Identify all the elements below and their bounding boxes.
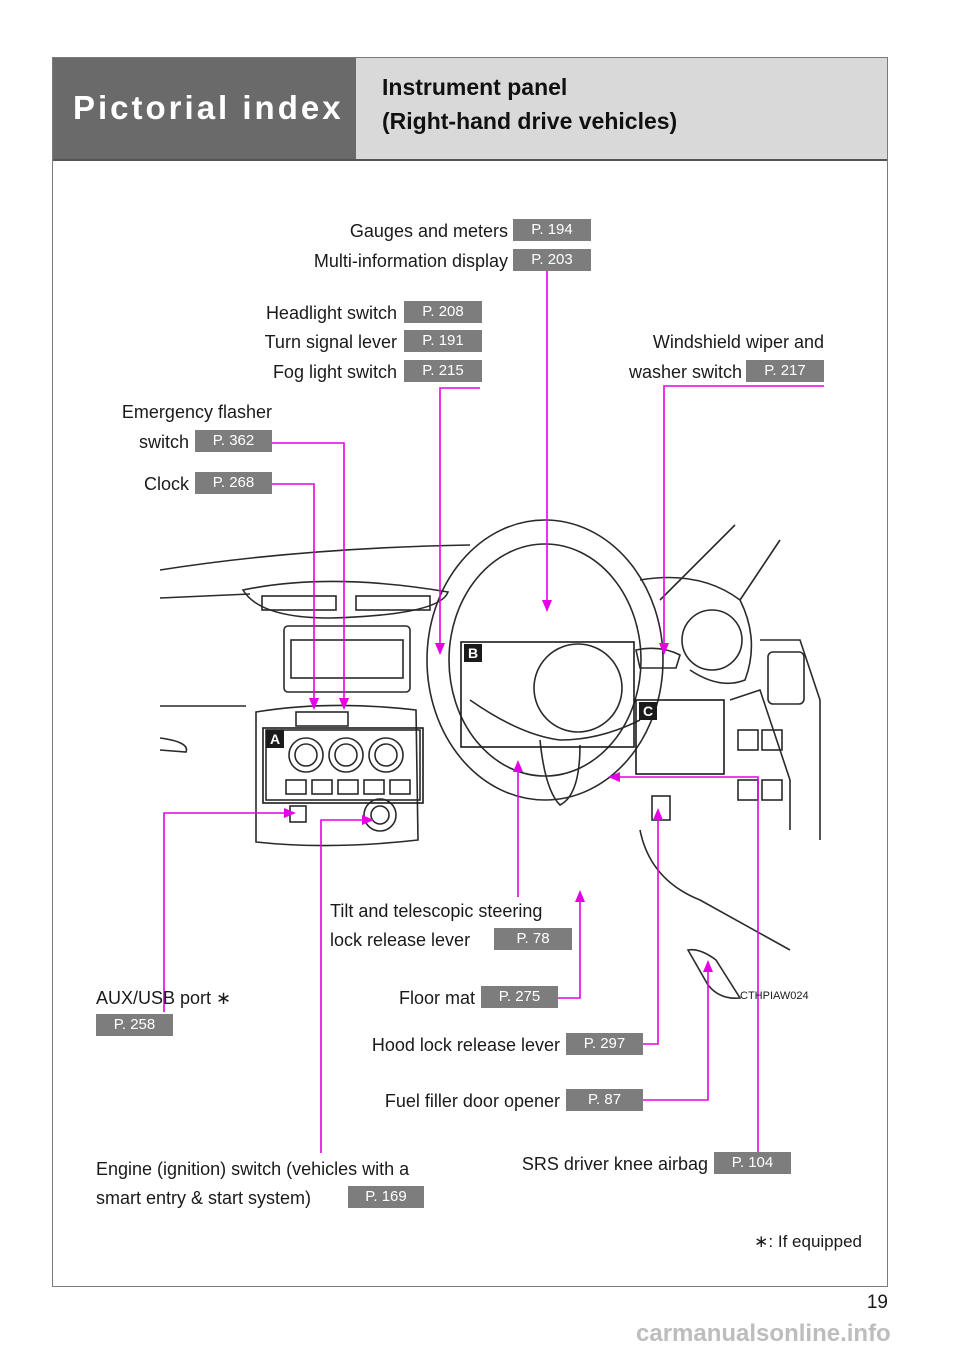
engine-page-link[interactable]: P. 169 [348, 1186, 424, 1208]
turn-signal-page-link[interactable]: P. 191 [404, 330, 482, 352]
clock-page-link[interactable]: P. 268 [195, 472, 272, 494]
floor-mat-label: Floor mat [398, 988, 475, 1008]
hood-page-link[interactable]: P. 297 [566, 1033, 643, 1055]
watermark: carmanualsonline.info [636, 1320, 891, 1347]
emergency-page-link[interactable]: P. 362 [195, 430, 272, 452]
floor-mat-page-link[interactable]: P. 275 [481, 986, 558, 1008]
aux-label: AUX/USB port ∗ [96, 988, 232, 1008]
title-box: Instrument panel (Right-hand drive vehic… [356, 58, 887, 160]
headlight-page-link[interactable]: P. 208 [404, 301, 482, 323]
aux-page-link[interactable]: P. 258 [96, 1014, 173, 1036]
page-number: 19 [866, 1292, 888, 1313]
emergency-label-line1: Emergency flasher [121, 402, 272, 422]
wiper-label-line1: Windshield wiper and [652, 332, 824, 352]
headlight-label: Headlight switch [265, 303, 397, 323]
turn-signal-label: Turn signal lever [264, 332, 397, 352]
fog-light-label: Fog light switch [272, 362, 397, 382]
wiper-page-link[interactable]: P. 217 [746, 360, 824, 382]
footnote: ∗: If equipped [754, 1232, 862, 1251]
page-frame [52, 57, 888, 1287]
page-title-line1: Instrument panel [382, 74, 568, 100]
tilt-label-line1: Tilt and telescopic steering [330, 901, 543, 921]
clock-label: Clock [143, 474, 189, 494]
srs-page-link[interactable]: P. 104 [714, 1152, 791, 1174]
hood-label: Hood lock release lever [371, 1035, 560, 1055]
srs-label: SRS driver knee airbag [521, 1154, 708, 1174]
engine-label-line1: Engine (ignition) switch (vehicles with … [96, 1159, 410, 1179]
marker-c: C [639, 702, 657, 720]
fog-light-page-link[interactable]: P. 215 [404, 360, 482, 382]
marker-a: A [266, 730, 284, 748]
fuel-page-link[interactable]: P. 87 [566, 1089, 643, 1111]
wiper-label: washer switch [628, 362, 742, 382]
tilt-page-link[interactable]: P. 78 [494, 928, 572, 950]
fuel-label: Fuel filler door opener [384, 1091, 560, 1111]
gauges-page-link[interactable]: P. 194 [513, 219, 591, 241]
tilt-label: lock release lever [330, 930, 471, 950]
emergency-label: switch [138, 432, 189, 452]
gauges-label: Gauges and meters [349, 221, 508, 241]
section-tab: Pictorial index [53, 58, 356, 160]
header-divider [53, 159, 887, 161]
marker-b: B [464, 644, 482, 662]
multi-info-page-link[interactable]: P. 203 [513, 249, 591, 271]
page-title-line2: (Right-hand drive vehicles) [382, 108, 678, 134]
image-code: CTHPIAW024 [740, 990, 809, 1002]
engine-label: smart entry & start system) [96, 1188, 312, 1208]
multi-info-label: Multi-information display [313, 251, 508, 271]
section-title: Pictorial index [73, 89, 344, 126]
